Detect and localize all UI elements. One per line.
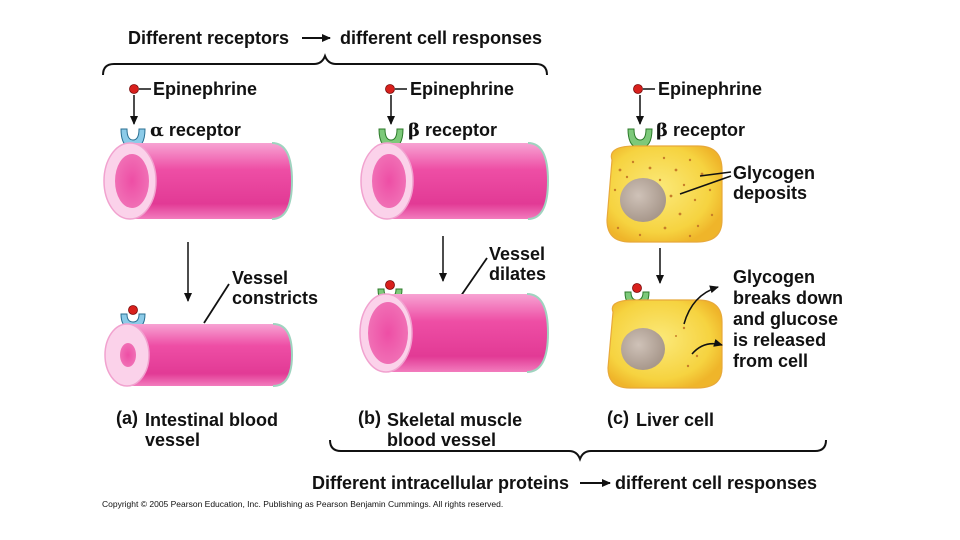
header-right-text: different cell responses (340, 28, 543, 48)
panel-c-deposit-1: Glycogen (733, 163, 816, 183)
footer-left-text: Different intracellular proteins (312, 473, 570, 493)
footer-right-text: different cell responses (615, 473, 818, 493)
panel-a-receptor: α receptor (150, 120, 241, 141)
panel-b-ligand: Epinephrine (410, 79, 515, 99)
panel-c-receptor: β receptor (656, 120, 745, 141)
panel-b-art (359, 84, 550, 373)
panel-c-caption-letter: (c) (607, 408, 629, 428)
glycogen-dots (613, 156, 714, 238)
panel-c-effect-4: is released (733, 330, 827, 350)
panel-c-caption-1: Liver cell (636, 410, 715, 430)
epinephrine-molecule (129, 84, 139, 94)
panel-a-effect-2: constricts (232, 288, 319, 308)
panel-b-caption-1: Skeletal muscle (387, 410, 523, 430)
panel-a-effect-1: Vessel (232, 268, 289, 288)
panel-a-caption-1: Intestinal blood (145, 410, 278, 430)
panel-a-ligand: Epinephrine (153, 79, 258, 99)
panel-c-effect-1: Glycogen (733, 267, 816, 287)
panel-c-art (606, 84, 732, 389)
panel-b-effect-2: dilates (489, 264, 547, 284)
panel-a-caption-2: vessel (145, 430, 201, 450)
panel-c-deposit-2: deposits (733, 183, 808, 203)
panel-b-effect-1: Vessel (489, 244, 546, 264)
panel-c-effect-3: and glucose (733, 309, 839, 329)
copyright-notice: Copyright © 2005 Pearson Education, Inc.… (102, 499, 504, 509)
panel-a-caption-letter: (a) (116, 408, 138, 428)
panel-b-caption-letter: (b) (358, 408, 381, 428)
bottom-bracket (329, 439, 827, 462)
panel-c-effect-2: breaks down (733, 288, 844, 308)
top-bracket (102, 53, 548, 76)
panel-c-ligand: Epinephrine (658, 79, 763, 99)
panel-a-art (103, 84, 294, 387)
panel-c-effect-5: from cell (733, 351, 809, 371)
header-left-text: Different receptors (128, 28, 290, 48)
panel-b-caption-2: blood vessel (387, 430, 497, 450)
panel-b-receptor: β receptor (408, 120, 497, 141)
